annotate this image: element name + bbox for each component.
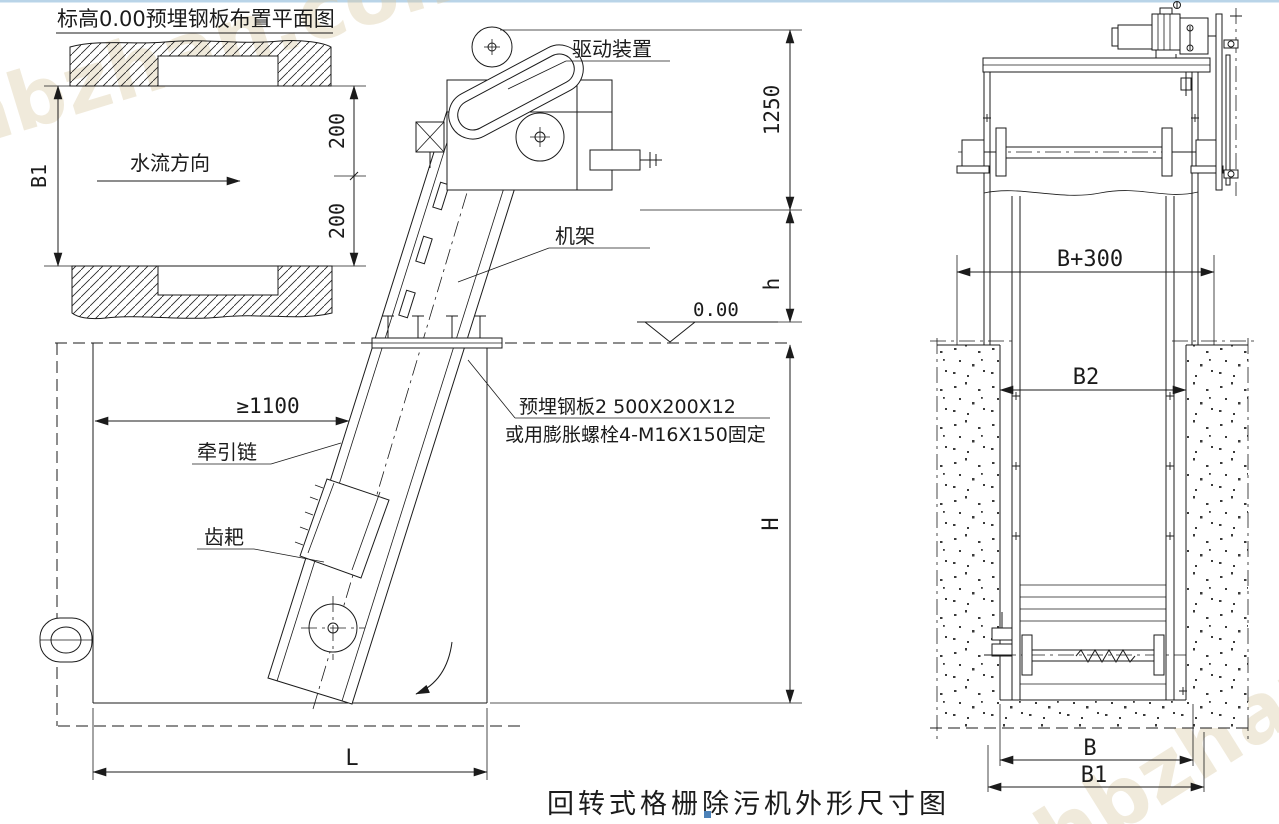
rake-assembly [294,478,390,579]
embedded-plate-bottom [157,265,279,296]
dim-L-label: L [345,746,358,771]
plan-view: 标高0.00预埋钢板布置平面图 水流方向 B1 [27,7,366,320]
plan-dim-200-top-label: 200 [325,113,349,149]
plan-dim-200-bottom-label: 200 [325,203,349,239]
dim-b1-front: B1 [987,732,1205,792]
dim-clearance: ≥1100 [94,394,350,426]
dim-b: B [999,704,1194,766]
dim-b1-front-label: B1 [1081,763,1108,788]
bottom-shaft [984,612,1186,676]
main-title: 回转式格栅除污机外形尺寸图 [547,789,950,820]
front-drive-unit [1111,1,1242,196]
rake-label: 齿耙 [204,525,244,549]
dim-vertical-right: 1250 h H [490,29,802,704]
drive-wall-bracket [1215,8,1242,196]
bolt-marks [983,114,1199,695]
dim-L: L [92,708,488,780]
drive-unit-label: 驱动装置 [572,37,652,61]
traction-chain-label: 牵引链 [197,440,257,464]
elevation-view: 0.00 [39,26,802,780]
plate-note-line1: 预埋钢板2 500X200X12 [519,396,736,418]
dim-b-plus-300-label: B+300 [1057,247,1123,272]
dim-b-label: B [1083,736,1096,761]
front-view: B+300 B2 B B1 [930,1,1254,792]
frame-label: 机架 [555,224,595,248]
bottom-sprocket [301,596,365,660]
blue-artifact-square [704,811,711,818]
incline-angle-arc [415,641,453,695]
dim-H-label: H [759,517,784,530]
dim-1250-label: 1250 [760,85,784,136]
front-machine-frame [956,57,1224,700]
plate-note-line2: 或用膨胀螺栓4-M16X150固定 [505,424,766,446]
flow-direction-label: 水流方向 [130,151,210,175]
break-line [983,190,1199,196]
dim-b2: B2 [999,365,1187,395]
tension-spring [1075,649,1136,663]
machine-centerline [312,91,498,710]
plan-dim-200s: 200 200 [286,85,366,267]
plan-view-title: 标高0.00预埋钢板布置平面图 [57,7,335,31]
top-edge-strip [0,0,1279,3]
channel-concrete [930,338,1254,740]
plan-dim-b1: B1 [27,85,72,267]
embedded-plate-top [157,55,279,87]
dim-b-plus-300: B+300 [956,247,1215,345]
plan-dim-b1-label: B1 [27,164,51,188]
embedded-plate-elevation [371,315,503,349]
plan-concrete-top-band [69,40,332,87]
plan-concrete-bottom-band [71,265,333,320]
dim-h-label: h [760,278,784,291]
level-zero-label: 0.00 [693,299,739,321]
anchor-studs [382,315,486,338]
dim-clearance-label: ≥1100 [236,394,299,418]
elevation-labels: 驱动装置 机架 预埋钢板2 500X200X12 或用膨胀螺栓4-M16X150… [192,37,770,563]
dim-b2-label: B2 [1073,365,1100,390]
pipe-stub [39,617,93,663]
